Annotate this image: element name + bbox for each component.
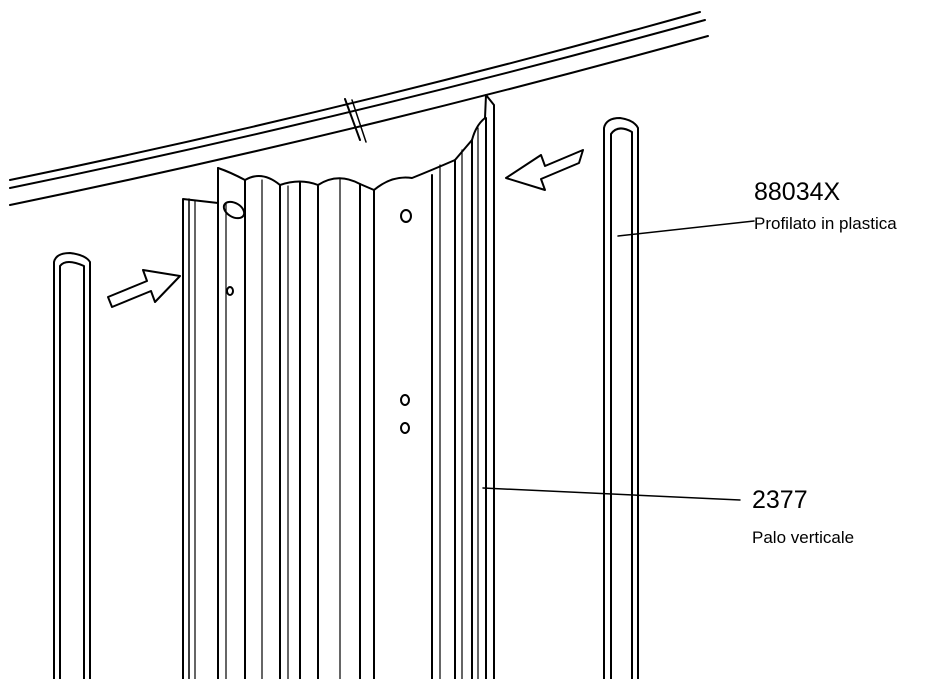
top-rail bbox=[9, 11, 709, 206]
callout-code-vertical-post: 2377 bbox=[752, 486, 808, 514]
callout-code-plastic-profile: 88034X bbox=[754, 178, 841, 206]
vertical-post bbox=[182, 94, 495, 679]
arrow-right-icon bbox=[107, 269, 181, 308]
right-plastic-profile bbox=[603, 117, 639, 679]
leader-line-vertical-post bbox=[482, 487, 741, 501]
callout-name-vertical-post: Palo verticale bbox=[752, 528, 855, 547]
callout-name-plastic-profile: Profilato in plastica bbox=[754, 214, 897, 233]
leader-line-plastic-profile bbox=[617, 220, 755, 237]
left-plastic-profile bbox=[53, 252, 91, 679]
arrow-left-icon bbox=[505, 149, 584, 191]
